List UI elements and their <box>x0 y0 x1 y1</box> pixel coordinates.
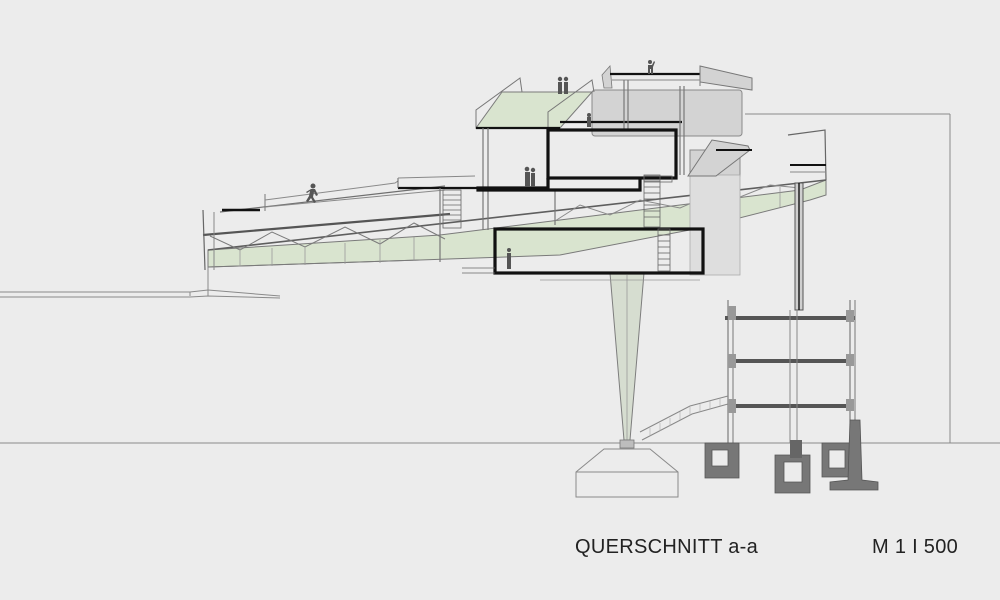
upper-volumes <box>397 65 753 276</box>
figure-pair-roof <box>557 76 569 94</box>
lower-building <box>639 300 879 494</box>
right-pylon <box>787 129 827 311</box>
human-figures <box>306 60 655 269</box>
enclosed-boxes <box>476 128 705 275</box>
figure-terrace <box>587 113 591 127</box>
scale-label: M 1 I 500 <box>872 536 959 558</box>
stairs <box>442 174 700 281</box>
figure-lower-box <box>507 248 511 269</box>
figure-pair-middle <box>524 166 536 187</box>
figure-top-right <box>648 60 655 74</box>
section-title: QUERSCHNITT a-a <box>575 536 759 558</box>
central-column <box>575 272 679 498</box>
figure-runner <box>306 183 318 203</box>
